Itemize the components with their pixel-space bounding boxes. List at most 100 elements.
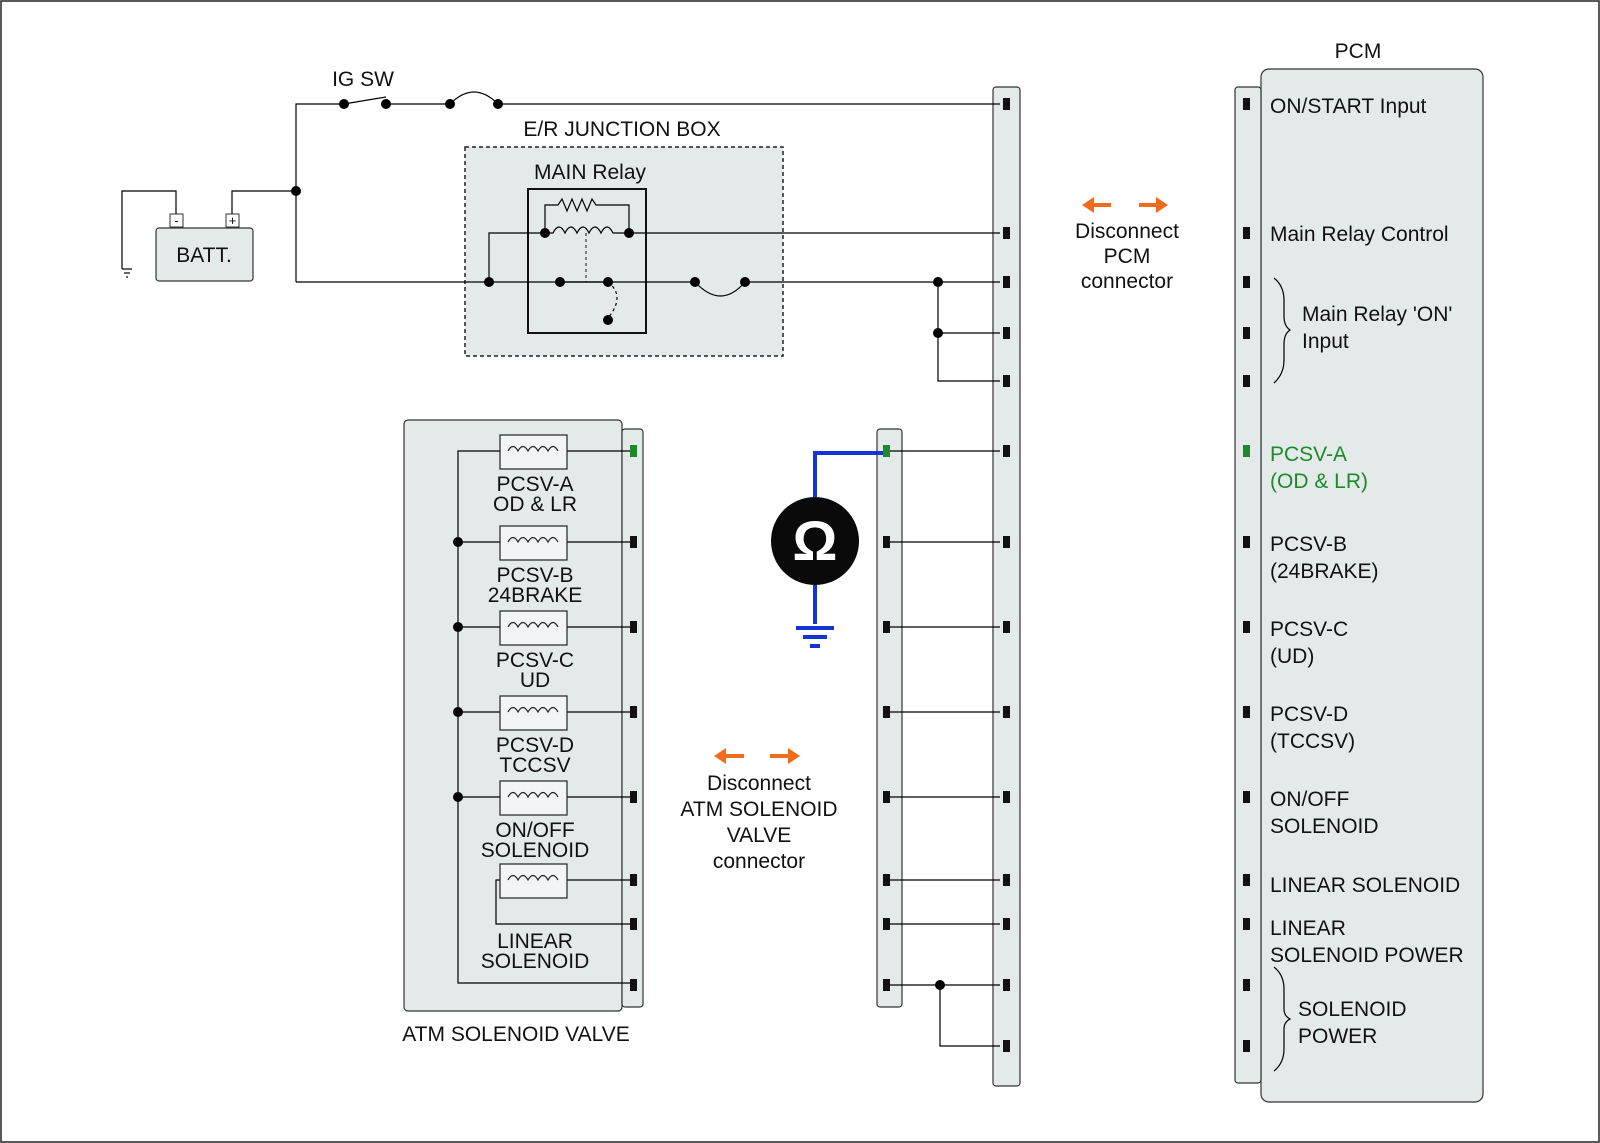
- pcm-pin-label: ON/OFF: [1270, 788, 1349, 811]
- ig-switch-icon: [343, 96, 387, 105]
- pcm-pin: [1243, 918, 1250, 930]
- main-relay-box: [527, 188, 647, 334]
- solenoid-label: 24BRAKE: [488, 584, 583, 607]
- atm-harness-pin: [883, 621, 890, 633]
- pcm-pin: [1243, 327, 1250, 339]
- harness-pin: [1003, 445, 1010, 457]
- pcm-pin-label: PCSV-D: [1270, 703, 1348, 726]
- fuse-icon: [449, 91, 499, 105]
- pcm-pin-label: Main Relay 'ON': [1302, 303, 1452, 326]
- harness-pin: [1003, 874, 1010, 886]
- harness-pins: [1003, 98, 1010, 1052]
- atm-pin: [630, 791, 637, 803]
- atm-title: ATM SOLENOID VALVE: [402, 1023, 630, 1046]
- atm-disconnect-arrows: [714, 748, 800, 764]
- pcm-pin-label: (TCCSV): [1270, 730, 1355, 753]
- battery-positive-wire: [231, 190, 296, 214]
- atm-harness-pin: [883, 706, 890, 718]
- junction-dot: [603, 315, 613, 325]
- junction-dot: [933, 277, 943, 287]
- junction-dot: [933, 328, 943, 338]
- coil-winding-icon: [507, 706, 559, 714]
- battery-pos-label: +: [229, 213, 237, 228]
- atm-harness-pin: [883, 874, 890, 886]
- solenoid-coil-icon: [499, 695, 568, 731]
- junction-dot: [603, 277, 613, 287]
- solenoid-labels: PCSV-AOD & LRPCSV-B24BRAKEPCSV-CUDPCSV-D…: [481, 473, 590, 973]
- junction-dot: [690, 277, 700, 287]
- pcm-disconnect-arrows: [1082, 197, 1168, 213]
- junction-dot: [540, 228, 550, 238]
- atm-pin: [630, 536, 637, 548]
- junction-box: [464, 146, 784, 357]
- battery-ground-wire: [121, 190, 177, 269]
- battery-neg-label: -: [174, 213, 178, 228]
- atm-pin: [630, 874, 637, 886]
- coil-winding-icon: [507, 791, 559, 799]
- pcm-pin-label: PCSV-B: [1270, 533, 1347, 556]
- coil-winding-icon: [507, 536, 559, 544]
- meter-lead-ground: [796, 585, 834, 648]
- pcm-pin-label: PCSV-C: [1270, 618, 1348, 641]
- ohm-symbol: Ω: [793, 509, 838, 572]
- harness-pin: [1003, 536, 1010, 548]
- solenoid-label: UD: [520, 669, 550, 692]
- solenoid-coil-icon: [499, 780, 568, 816]
- solenoid-label: TCCSV: [499, 754, 570, 777]
- junction-dot: [453, 792, 463, 802]
- pcm-pin: [1243, 536, 1250, 548]
- pcm-pin-label: (24BRAKE): [1270, 560, 1379, 583]
- solenoid-coil-icon: [499, 434, 568, 470]
- junction-dot: [624, 228, 634, 238]
- solenoid-label: PCSV-C: [496, 649, 574, 672]
- harness-pin: [1003, 1040, 1010, 1052]
- atm-pins: [630, 445, 890, 991]
- pcm-pin: [1243, 706, 1250, 718]
- pcm-pin-label: SOLENOID: [1270, 815, 1379, 838]
- solenoid-label: PCSV-B: [496, 564, 573, 587]
- junction-dot: [453, 537, 463, 547]
- junction-dot: [453, 622, 463, 632]
- junction-box-label: E/R JUNCTION BOX: [523, 118, 720, 141]
- harness-pin: [1003, 791, 1010, 803]
- pcm-pin-label: LINEAR: [1270, 917, 1346, 940]
- pcm-title: PCM: [1335, 40, 1382, 63]
- pcm-pin: [1243, 874, 1250, 886]
- junction-dots: [291, 99, 945, 990]
- pcm-pin: [1243, 979, 1250, 991]
- solenoid-label: LINEAR: [497, 930, 573, 953]
- harness-pin: [1003, 327, 1010, 339]
- main-relay-on-brace: [1273, 277, 1292, 384]
- junction-dot: [291, 186, 301, 196]
- solenoid-branch-wires: [458, 541, 633, 881]
- atm-pin: [630, 979, 637, 991]
- atm-harness-pin: [883, 791, 890, 803]
- pcm-pin-label: (OD & LR): [1270, 470, 1368, 493]
- pcm-pin: [1243, 276, 1250, 288]
- pcm-connector-strip: [1234, 86, 1262, 1084]
- harness-pin: [1003, 706, 1010, 718]
- atm-pin: [630, 706, 637, 718]
- pcm-pin-label: ON/START Input: [1270, 95, 1427, 118]
- harness-pin: [1003, 621, 1010, 633]
- coil-winding-icon: [507, 874, 559, 882]
- solenoid-label: ON/OFF: [495, 819, 574, 842]
- junction-dot: [381, 99, 391, 109]
- linear-solenoid-wire: [495, 879, 633, 925]
- harness-pin: [1003, 98, 1010, 110]
- relay-feed-branch: [937, 282, 1000, 382]
- harness-pin: [1003, 227, 1010, 239]
- atm-harness-pin: [883, 918, 890, 930]
- main-relay-label: MAIN Relay: [534, 161, 647, 184]
- meter-lead-top: [813, 451, 885, 497]
- solenoid-coil-icon: [499, 863, 568, 899]
- pcm-pin: [1243, 445, 1250, 457]
- ground-icon: [122, 268, 132, 278]
- pcm-pin-label: SOLENOID POWER: [1270, 944, 1464, 967]
- solenoid-coils: [499, 434, 568, 899]
- harness-pin: [1003, 276, 1010, 288]
- relay-internals: [488, 197, 1000, 319]
